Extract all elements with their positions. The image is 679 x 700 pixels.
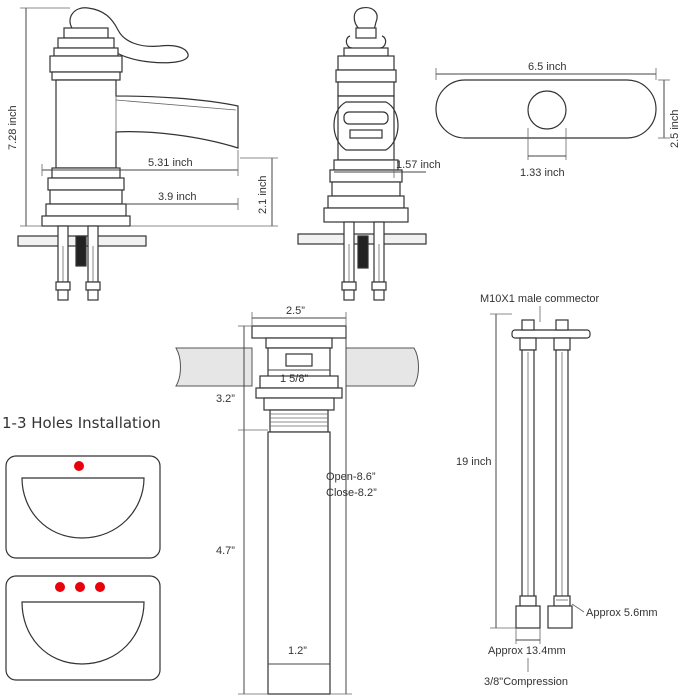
- plate-height-label: 2.5 inch: [669, 109, 679, 148]
- pop-up-drain: 2.5” 1 5/8” 3.2” 4.7” Open-8.6” Close-8.…: [175, 305, 419, 695]
- deck-plate: 6.5 inch 2.5 inch 1.33 inch: [435, 61, 679, 179]
- installation-title: 1-3 Holes Installation: [2, 414, 161, 432]
- drain-flange-diameter-label: 1 5/8”: [280, 373, 308, 385]
- three-hole-marker-right: [95, 582, 105, 592]
- drain-top-diameter-label: 2.5”: [286, 305, 305, 317]
- faucet-side-view: 1.57 inch: [297, 7, 441, 301]
- front-height-label: 7.28 inch: [7, 105, 19, 150]
- three-hole-marker-left: [55, 582, 65, 592]
- plate-width-label: 6.5 inch: [528, 61, 567, 73]
- spout-height-label: 2.1 inch: [257, 175, 269, 214]
- spout-reach-label: 5.31 inch: [148, 157, 193, 169]
- hose-nut-size-label: Approx 5.6mm: [586, 607, 658, 619]
- drain-close-length-label: Close-8.2”: [326, 487, 377, 499]
- single-hole-marker: [74, 461, 84, 471]
- hose-compression-size-label: Approx 13.4mm: [488, 645, 566, 657]
- supply-hoses: M10X1 male commector 19 inch Approx 5.6m…: [456, 293, 658, 688]
- side-depth-label: 1.57 inch: [396, 159, 441, 171]
- hose-compression-label: 3/8"Compression: [484, 676, 568, 688]
- drain-open-length-label: Open-8.6”: [326, 471, 376, 483]
- three-hole-marker-center: [75, 582, 85, 592]
- faucet-front-view: 7.28 inch 5.31 inch 3.9 inch 2.1 inch: [7, 7, 278, 301]
- hose-connector-label: M10X1 male commector: [480, 293, 600, 305]
- base-to-spout-label: 3.9 inch: [158, 191, 197, 203]
- drain-tail-diameter-label: 1.2”: [288, 645, 307, 657]
- drain-tail-length-label: 4.7”: [216, 545, 235, 557]
- drain-upper-height-label: 3.2”: [216, 393, 235, 405]
- plate-hole-label: 1.33 inch: [520, 167, 565, 179]
- hose-length-label: 19 inch: [456, 456, 491, 468]
- installation-options: 1-3 Holes Installation: [2, 414, 161, 681]
